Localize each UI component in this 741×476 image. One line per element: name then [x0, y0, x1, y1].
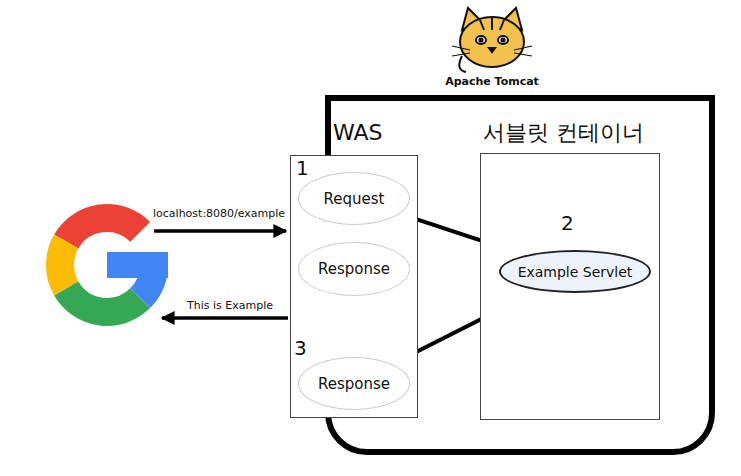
logo-arc — [60, 242, 66, 289]
request-arrow — [154, 229, 286, 233]
container-title: Apache Tomcat — [442, 75, 542, 88]
callout-number: 3 — [294, 338, 307, 358]
node-label: Request — [324, 190, 385, 208]
cat-pupil — [479, 38, 482, 41]
url-label: localhost:8080/example — [153, 208, 285, 219]
cat-eye — [476, 36, 486, 44]
node-label: Response — [318, 375, 390, 393]
servlet-ellipse: Example Servlet — [499, 250, 651, 293]
cat-whiskers — [452, 46, 532, 56]
response-arrow — [162, 316, 288, 320]
tomcat-container: Apache TomcatWASRequestResponseResponse서… — [325, 95, 715, 455]
cat-eye — [498, 36, 508, 44]
response-ellipse: Response — [298, 242, 410, 296]
callout-number: 1 — [296, 158, 309, 178]
logo-bar — [107, 252, 168, 278]
cat-nose — [489, 48, 495, 52]
was-box: WASRequestResponseResponse — [290, 155, 418, 418]
google-logo — [60, 218, 168, 312]
logo-arc — [66, 289, 140, 312]
callout-number: 2 — [561, 213, 574, 233]
cat-paw — [459, 56, 466, 72]
response-ellipse: Response — [298, 357, 410, 410]
node-label: Example Servlet — [518, 264, 633, 280]
cat-stripes — [480, 18, 504, 30]
tomcat-logo — [452, 8, 532, 72]
response-label: This is Example — [187, 300, 273, 311]
request-ellipse: Request — [298, 172, 410, 225]
cat-head — [460, 17, 524, 67]
cat-pupil — [501, 38, 504, 41]
servlet-container-box: 서블릿 컨테이너Example Servlet — [480, 153, 660, 420]
logo-arc — [66, 218, 140, 241]
container-title: WAS — [333, 120, 383, 145]
container-title: 서블릿 컨테이너 — [483, 118, 644, 148]
node-label: Response — [318, 260, 390, 278]
